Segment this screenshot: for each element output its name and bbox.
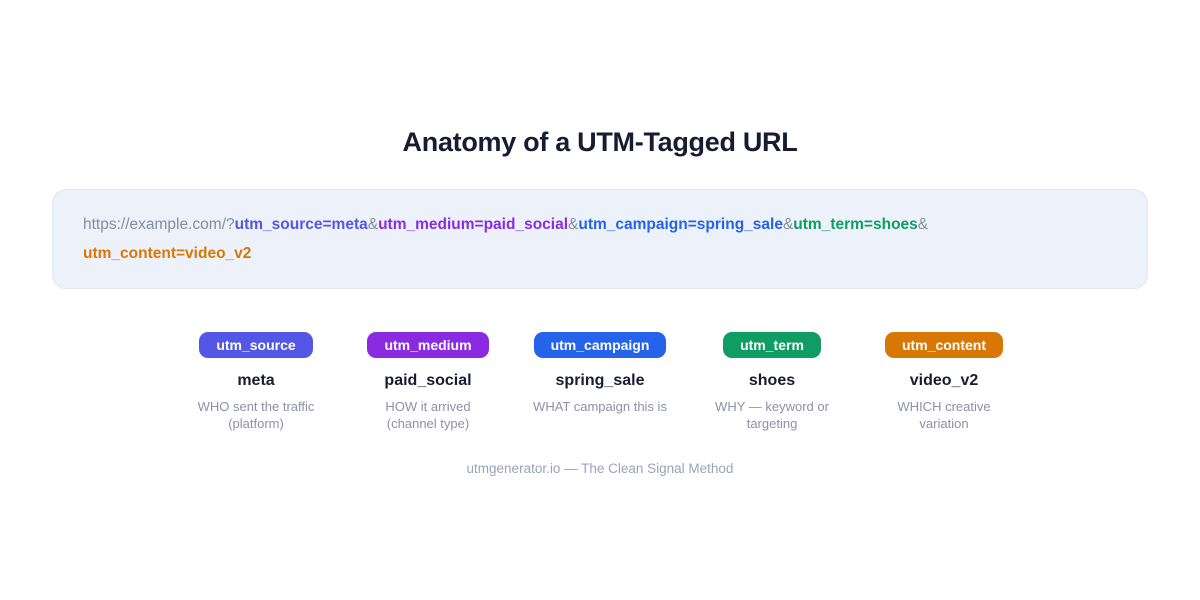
utm-infographic: Anatomy of a UTM-Tagged URL https://exam… — [0, 126, 1200, 476]
params-row: utm_source meta WHO sent the traffic (pl… — [0, 332, 1200, 432]
param-value: paid_social — [384, 372, 472, 389]
page-title: Anatomy of a UTM-Tagged URL — [402, 127, 798, 157]
url-param-content: utm_content=video_v2 — [83, 245, 252, 262]
param-badge: utm_term — [723, 332, 821, 358]
footer-credit: utmgenerator.io — The Clean Signal Metho… — [466, 461, 734, 476]
url-param-source: utm_source=meta — [234, 216, 368, 233]
url-param-term: utm_term=shoes — [793, 216, 918, 233]
url-base: https://example.com/? — [83, 216, 235, 233]
param-description: WHY — keyword or targeting — [715, 399, 829, 431]
url-box: https://example.com/?utm_source=meta&utm… — [52, 189, 1148, 289]
param-badge: utm_source — [199, 332, 313, 358]
param-badge: utm_medium — [367, 332, 489, 358]
param-description: WHAT campaign this is — [533, 399, 667, 414]
url-ampersand: & — [568, 216, 579, 233]
param-value: spring_sale — [555, 372, 645, 389]
url-param-campaign: utm_campaign=spring_sale — [578, 216, 783, 233]
url-line: https://example.com/?utm_source=meta&utm… — [83, 210, 1117, 239]
param-badge: utm_content — [885, 332, 1003, 358]
param-column: utm_medium paid_social HOW it arrived (c… — [342, 332, 514, 432]
url-ampersand: & — [917, 216, 929, 233]
url-param-medium: utm_medium=paid_social — [378, 216, 569, 233]
param-value: meta — [237, 372, 275, 389]
param-column: utm_content video_v2 WHICH creative vari… — [858, 332, 1030, 432]
param-value: shoes — [748, 372, 796, 389]
param-value: video_v2 — [909, 372, 979, 389]
param-badge: utm_campaign — [533, 332, 667, 358]
param-description: WHICH creative variation — [897, 399, 991, 431]
param-description: WHO sent the traffic (platform) — [197, 399, 315, 431]
url-ampersand: & — [782, 216, 794, 233]
param-column: utm_source meta WHO sent the traffic (pl… — [170, 332, 342, 432]
param-description: HOW it arrived (channel type) — [385, 399, 471, 431]
param-column: utm_term shoes WHY — keyword or targetin… — [686, 332, 858, 432]
param-column: utm_campaign spring_sale WHAT campaign t… — [514, 332, 686, 432]
url-line: utm_content=video_v2 — [83, 239, 1117, 268]
url-ampersand: & — [367, 216, 379, 233]
